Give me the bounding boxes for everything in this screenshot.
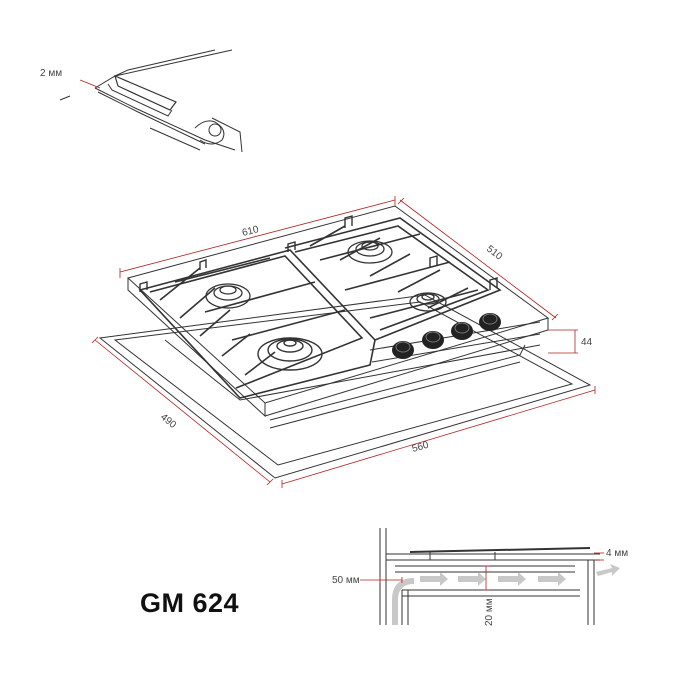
knob-1 [392, 341, 414, 359]
pan-grates [138, 217, 502, 399]
control-knobs [392, 313, 501, 359]
burner-rear-left [205, 283, 251, 309]
airflow-arrows [392, 564, 620, 625]
hob-height-label: 44 [581, 337, 593, 348]
cutout-depth-label: 490 [158, 412, 178, 431]
bottom-gap-label: 20 мм [484, 598, 495, 626]
section-dimension-lines [360, 552, 604, 591]
knob-2 [422, 331, 444, 349]
rear-gap-label: 50 мм [332, 575, 360, 586]
burner-rear-right [347, 240, 393, 264]
cutout-width-label: 560 [411, 440, 430, 455]
dimension-lines [91, 196, 596, 488]
hob-width-label: 610 [241, 224, 260, 239]
knob-4 [479, 313, 501, 331]
hob-depth-label: 510 [484, 244, 504, 263]
seal-leader-line [79, 79, 101, 89]
worktop-cutout [98, 294, 592, 479]
grate-feet [139, 215, 498, 292]
side-gap-label: 4 мм [606, 548, 628, 559]
burner-front-left [257, 337, 323, 371]
seal-detail [59, 49, 243, 153]
burner-front-right [409, 292, 447, 312]
knob-3 [451, 322, 473, 340]
model-name: GM 624 [140, 588, 240, 618]
seal-thickness-label: 2 мм [40, 68, 62, 79]
ventilation-section [379, 528, 600, 625]
